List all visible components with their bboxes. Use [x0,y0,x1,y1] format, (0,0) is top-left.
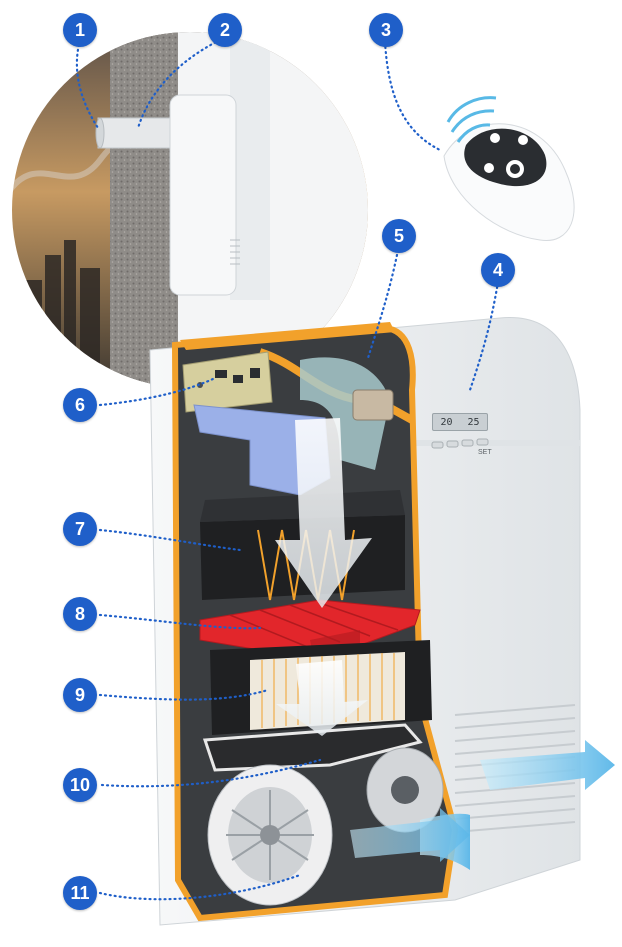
callout-7: 7 [63,512,97,546]
callout-11: 11 [63,876,97,910]
set-button-label: SET [478,449,492,456]
control-panel [431,438,489,449]
callout-5: 5 [382,219,416,253]
callout-10: 10 [63,768,97,802]
lcd-right-reading: 25 [467,416,480,428]
cutaway-interior [171,322,459,922]
remote-control [443,96,575,242]
wall-unit [169,94,237,296]
carbon-mesh [202,723,423,772]
callout-3: 3 [369,13,403,47]
callout-1: 1 [63,13,97,47]
callout-8: 8 [63,597,97,631]
panel-button-power[interactable] [431,441,444,449]
airflow-arrow-down-2 [276,660,368,736]
panel-button-speed[interactable] [461,439,474,447]
callout-6: 6 [63,388,97,422]
intake-duct [300,357,390,470]
callout-4: 4 [481,253,515,287]
airflow-arrow-down-1 [275,418,372,608]
panel-button-mode[interactable] [446,440,459,448]
panel-button-set[interactable] [476,438,489,446]
exhaust-airflow-3 [350,808,470,862]
wall-section [110,32,178,388]
callout-2: 2 [208,13,242,47]
lcd-display: 20 25 [432,413,488,431]
lcd-left-reading: 20 [440,416,453,428]
callout-9: 9 [63,678,97,712]
blower-fan [207,747,444,906]
leader-lines [75,38,500,901]
exhaust-airflow-2 [480,740,615,790]
